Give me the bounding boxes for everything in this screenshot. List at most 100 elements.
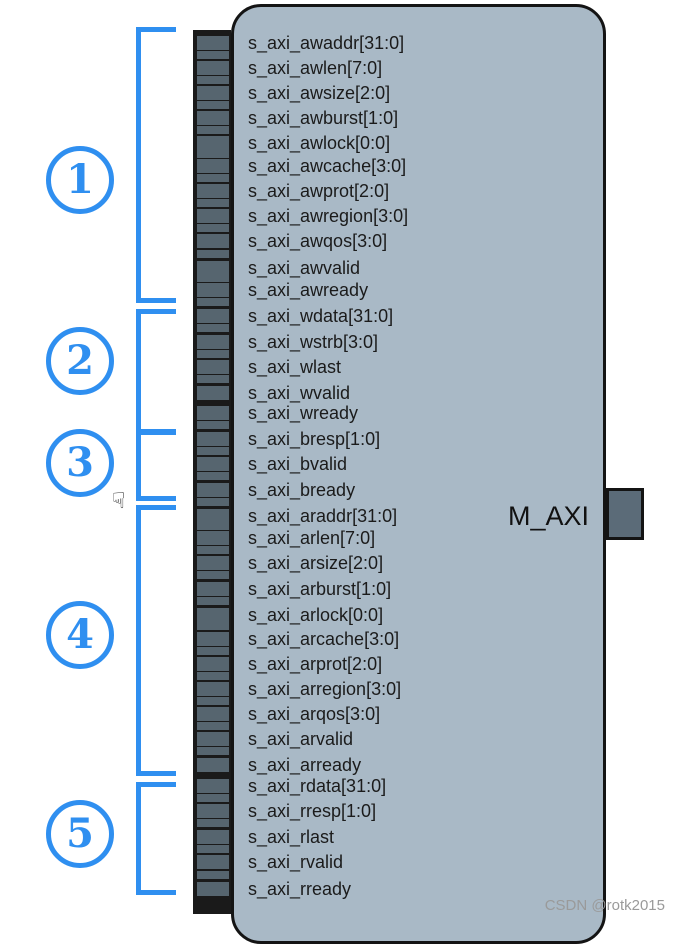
group-bracket bbox=[136, 309, 176, 435]
port-label: s_axi_rresp[1:0] bbox=[248, 801, 377, 821]
port-pin bbox=[197, 61, 229, 75]
port-label: s_axi_awlock[0:0] bbox=[248, 133, 391, 153]
connector-segment bbox=[197, 722, 229, 730]
port-pin bbox=[197, 483, 229, 497]
port-label: s_axi_bvalid bbox=[248, 454, 348, 474]
connector-segment bbox=[197, 794, 229, 802]
connector-segment bbox=[197, 126, 229, 134]
connector-segment bbox=[197, 274, 229, 282]
connector-segment bbox=[197, 672, 229, 680]
port-label: s_axi_rready bbox=[248, 879, 352, 899]
group-bracket bbox=[136, 505, 176, 776]
port-pin bbox=[197, 531, 229, 545]
connector-segment bbox=[197, 647, 229, 655]
connector-segment bbox=[197, 375, 229, 383]
port-pin bbox=[197, 779, 229, 793]
port-pin bbox=[197, 707, 229, 721]
connector-segment bbox=[197, 498, 229, 506]
port-pin bbox=[197, 582, 229, 596]
port-pin bbox=[197, 261, 229, 275]
connector-segment bbox=[197, 819, 229, 827]
port-label: s_axi_araddr[31:0] bbox=[248, 506, 398, 526]
connector-segment bbox=[197, 747, 229, 755]
port-label: s_axi_awregion[3:0] bbox=[248, 206, 409, 226]
connector-segment bbox=[197, 697, 229, 705]
group-bracket bbox=[136, 782, 176, 895]
port-pin bbox=[197, 608, 229, 622]
port-label: s_axi_arready bbox=[248, 755, 362, 775]
connector-segment bbox=[197, 546, 229, 554]
connector-segment bbox=[197, 250, 229, 258]
port-label: s_axi_arlock[0:0] bbox=[248, 605, 384, 625]
port-pin bbox=[197, 36, 229, 50]
connector-segment bbox=[197, 174, 229, 182]
port-pin bbox=[197, 360, 229, 374]
port-label: s_axi_awcache[3:0] bbox=[248, 156, 407, 176]
port-pin bbox=[197, 855, 229, 869]
port-label: s_axi_awlen[7:0] bbox=[248, 58, 383, 78]
port-label: s_axi_awvalid bbox=[248, 258, 361, 278]
port-label: s_axi_arburst[1:0] bbox=[248, 579, 392, 599]
connector-segment bbox=[197, 150, 229, 158]
port-label: s_axi_rdata[31:0] bbox=[248, 776, 387, 796]
port-label: s_axi_wlast bbox=[248, 357, 342, 377]
group-number-badge: 3 bbox=[46, 429, 114, 497]
port-label: s_axi_awprot[2:0] bbox=[248, 181, 390, 201]
port-pin bbox=[197, 136, 229, 150]
port-pin bbox=[197, 406, 229, 420]
port-pin bbox=[197, 159, 229, 173]
group-bracket bbox=[136, 429, 176, 501]
port-label: s_axi_arlen[7:0] bbox=[248, 528, 376, 548]
port-pin bbox=[197, 556, 229, 570]
port-label: s_axi_arregion[3:0] bbox=[248, 679, 402, 699]
port-pin bbox=[197, 804, 229, 818]
connector-segment bbox=[197, 871, 229, 879]
connector-segment bbox=[197, 224, 229, 232]
port-pin bbox=[197, 283, 229, 297]
port-pin bbox=[197, 732, 229, 746]
port-pin bbox=[197, 309, 229, 323]
port-label: s_axi_awaddr[31:0] bbox=[248, 33, 405, 53]
port-pin bbox=[197, 682, 229, 696]
group-number-badge: 2 bbox=[46, 327, 114, 395]
port-label: s_axi_awqos[3:0] bbox=[248, 231, 388, 251]
connector-segment bbox=[197, 350, 229, 358]
connector-segment bbox=[197, 298, 229, 306]
port-pin bbox=[197, 432, 229, 446]
port-pin bbox=[197, 184, 229, 198]
port-label: s_axi_bready bbox=[248, 480, 356, 500]
port-label: s_axi_arsize[2:0] bbox=[248, 553, 384, 573]
port-label: s_axi_rlast bbox=[248, 827, 335, 847]
port-pin bbox=[197, 758, 229, 772]
port-label: s_axi_awburst[1:0] bbox=[248, 108, 399, 128]
connector-segment bbox=[197, 324, 229, 332]
port-pin bbox=[197, 632, 229, 646]
m-axi-label: M_AXI bbox=[508, 501, 590, 531]
connector-segment bbox=[197, 51, 229, 59]
group-number-badge: 1 bbox=[46, 146, 114, 214]
port-pin bbox=[197, 509, 229, 523]
port-pin bbox=[197, 830, 229, 844]
port-pin bbox=[197, 234, 229, 248]
port-label: s_axi_wvalid bbox=[248, 383, 351, 403]
connector-segment bbox=[197, 421, 229, 429]
port-pin bbox=[197, 386, 229, 400]
watermark: CSDN @rotk2015 bbox=[544, 897, 665, 914]
port-pin bbox=[197, 209, 229, 223]
connector-segment bbox=[197, 101, 229, 109]
connector-segment bbox=[197, 76, 229, 84]
port-label: s_axi_awready bbox=[248, 280, 369, 300]
connector-segment bbox=[197, 472, 229, 480]
port-label: s_axi_wready bbox=[248, 403, 359, 423]
axi-interface-diagram: s_axi_awaddr[31:0] s_axi_awlen[7:0] s_axi_… bbox=[46, 4, 665, 944]
connector-segment bbox=[197, 597, 229, 605]
axi-block bbox=[231, 4, 606, 944]
connector-segment bbox=[197, 622, 229, 630]
port-label: s_axi_arvalid bbox=[248, 729, 354, 749]
port-label: s_axi_awsize[2:0] bbox=[248, 83, 391, 103]
port-pin bbox=[197, 335, 229, 349]
port-label: s_axi_bresp[1:0] bbox=[248, 429, 381, 449]
port-label: s_axi_arcache[3:0] bbox=[248, 629, 400, 649]
group-number-badge: 4 bbox=[46, 601, 114, 669]
port-pin bbox=[197, 882, 229, 896]
